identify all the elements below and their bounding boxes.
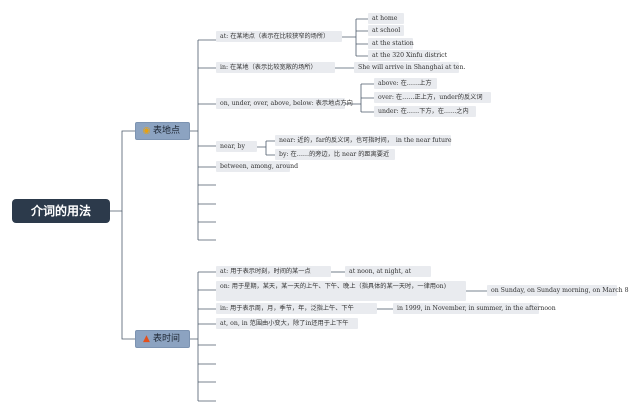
time-in-node[interactable]: in: 用于表示周，月，季节，年，泛指上午、下午 bbox=[216, 303, 377, 314]
branch-place[interactable]: ◉表地点 bbox=[135, 122, 190, 140]
root-topic[interactable]: 介词的用法 bbox=[12, 199, 110, 223]
place-between-node[interactable]: between, among, around bbox=[216, 161, 298, 172]
time-on-example[interactable]: on Sunday, on Sunday morning, on March 8 bbox=[487, 285, 629, 296]
time-scope-node[interactable]: at, on, in 范围由小变大，除了in还用于上下午 bbox=[216, 318, 358, 329]
time-at-example[interactable]: at noon, at night, at bbox=[345, 266, 431, 277]
place-in-example[interactable]: She will arrive in Shanghai at ten. bbox=[354, 62, 465, 73]
near-item[interactable]: near: 近的，far的反义词，也可指时间，in the near futur… bbox=[275, 135, 452, 146]
place-in-node[interactable]: in: 在某地（表示比较宽敞的场所） bbox=[216, 62, 335, 73]
place-near-node[interactable]: near, by bbox=[216, 141, 257, 152]
place-at-example[interactable]: at the station bbox=[368, 38, 414, 49]
place-direction-node[interactable]: on, under, over, above, below: 表示地点方向 bbox=[216, 98, 353, 109]
place-at-node[interactable]: at: 在某地点（表示在比较狭窄的场所） bbox=[216, 31, 342, 42]
direction-item[interactable]: under: 在……下方，在……之内 bbox=[374, 106, 476, 117]
branch-time[interactable]: ▲表时间 bbox=[135, 330, 190, 348]
link-root-place bbox=[110, 130, 135, 212]
place-at-example[interactable]: at school bbox=[368, 25, 404, 36]
place-at-example[interactable]: at home bbox=[368, 13, 404, 24]
branch-time-label: 表时间 bbox=[153, 334, 181, 344]
near-item-label: near: 近的，far的反义词，也可指时间， bbox=[279, 137, 393, 144]
branch-place-label: 表地点 bbox=[153, 126, 181, 136]
near-item-example: in the near future bbox=[395, 137, 452, 144]
lightbulb-icon: ◉ bbox=[142, 126, 151, 136]
time-in-example[interactable]: in 1999, in November, in summer, in the … bbox=[393, 303, 556, 314]
time-at-node[interactable]: at: 用于表示时刻，时间的某一点 bbox=[216, 266, 331, 277]
direction-item[interactable]: over: 在……正上方，under的反义词 bbox=[374, 92, 491, 103]
direction-item[interactable]: above: 在……上方 bbox=[374, 78, 437, 89]
time-on-node[interactable]: on: 用于星期，某天，某一天的上午、下午、晚上（指具体的某一天时，一律用on) bbox=[216, 281, 466, 301]
fire-icon: ▲ bbox=[143, 334, 150, 344]
place-at-example[interactable]: at the 320 Xinfu district bbox=[368, 50, 447, 61]
by-item[interactable]: by: 在……的旁边，比 near 的距离要近 bbox=[275, 149, 395, 160]
